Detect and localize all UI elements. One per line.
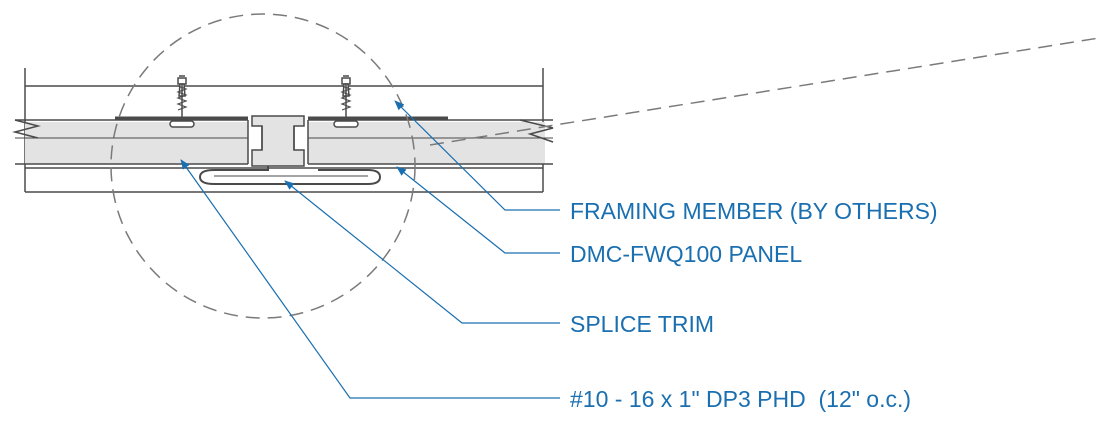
panel-leader (396, 166, 560, 254)
splice-trim (198, 115, 382, 185)
fastener-leader (180, 159, 560, 399)
right-panel (307, 116, 554, 165)
dashed-detail-circle (110, 13, 416, 319)
self-drilling-screw-icon (169, 75, 195, 128)
splice-trim-label: SPLICE TRIM (570, 311, 714, 337)
framing-leader (394, 100, 560, 211)
splice-leader (284, 180, 560, 324)
self-drilling-screw-icon (333, 75, 359, 128)
left-panel (12, 116, 249, 165)
panel-label: DMC-FWQ100 PANEL (570, 241, 802, 267)
left-break-line (12, 119, 41, 139)
detail-leader-line (429, 37, 1099, 146)
framing-member-label: FRAMING MEMBER (BY OTHERS) (570, 198, 938, 224)
right-break-line (519, 119, 554, 143)
fastener-label: #10 - 16 x 1" DP3 PHD (12" o.c.) (570, 386, 911, 412)
